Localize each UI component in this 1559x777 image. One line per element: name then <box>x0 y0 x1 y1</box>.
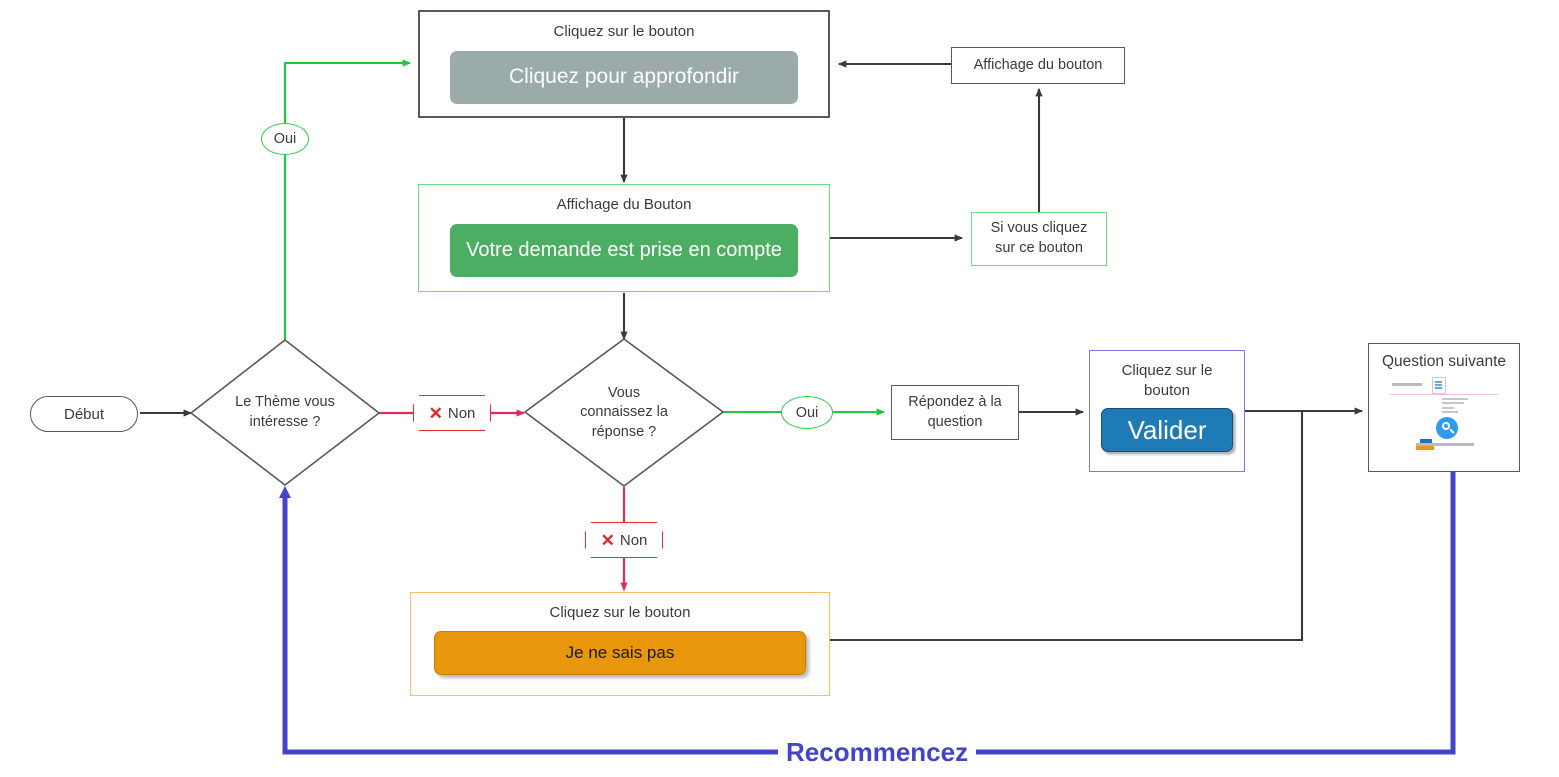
no-answer-text: Non <box>619 531 648 549</box>
cross-icon: ✕ <box>600 530 615 550</box>
cross-icon: ✕ <box>428 403 443 423</box>
node-panel-request[interactable]: Affichage du Bouton Votre demande est pr… <box>418 184 830 292</box>
node-panel-deepen[interactable]: Cliquez sur le bouton Cliquez pour appro… <box>418 10 830 118</box>
next-question-title: Question suivante <box>1381 353 1507 370</box>
thumb-chip <box>1420 439 1432 443</box>
button-dontknow-label: Je ne sais pas <box>565 642 675 662</box>
display-button-label: Affichage du bouton <box>973 56 1103 73</box>
node-decision-answer[interactable]: Vous connaissez la réponse ? <box>525 339 723 487</box>
node-answer-question[interactable]: Répondez à la question <box>891 385 1019 440</box>
node-decision-theme[interactable]: Le Thème vous intéresse ? <box>191 340 379 486</box>
yes-theme-text: Oui <box>273 131 297 147</box>
panel-deepen-caption: Cliquez sur le bouton <box>553 23 695 40</box>
edge-theme-yes <box>283 59 412 340</box>
search-icon <box>1436 417 1458 439</box>
node-if-click[interactable]: Si vous cliquez sur ce bouton <box>971 212 1107 266</box>
node-next-question[interactable]: Question suivante <box>1368 343 1520 472</box>
label-no-theme: ✕ Non <box>413 395 491 431</box>
no-theme-text: Non <box>447 404 476 422</box>
thumb-list <box>1442 398 1468 416</box>
label-no-answer: ✕ Non <box>585 522 663 558</box>
node-panel-dontknow[interactable]: Cliquez sur le bouton Je ne sais pas <box>410 592 830 696</box>
yes-answer-text: Oui <box>795 404 819 421</box>
thumb-progress-bar <box>1416 443 1474 446</box>
label-yes-answer: Oui <box>781 396 833 429</box>
thumb-text-line <box>1392 383 1422 386</box>
answer-question-line2: question <box>927 413 983 430</box>
panel-validate-caption: Cliquez sur le bouton <box>1121 362 1213 399</box>
if-click-line2: sur ce bouton <box>995 240 1083 256</box>
if-click-line1: Si vous cliquez <box>990 220 1088 237</box>
button-valider-label: Valider <box>1127 414 1207 445</box>
panel-request-caption: Affichage du Bouton <box>556 196 692 213</box>
node-start[interactable]: Début <box>30 396 138 432</box>
button-deepen-label: Cliquez pour approfondir <box>509 65 739 88</box>
thumb-divider <box>1390 394 1498 396</box>
decision-answer-label: Vous connaissez la réponse ? <box>580 384 668 440</box>
label-recommencez: Recommencez <box>778 737 977 768</box>
answer-question-line1: Répondez à la <box>908 393 1002 410</box>
decision-theme-label: Le Thème vous intéresse ? <box>235 394 335 430</box>
button-votre-demande[interactable]: Votre demande est prise en compte <box>450 223 798 277</box>
node-display-button[interactable]: Affichage du bouton <box>951 47 1125 84</box>
next-question-thumbnail <box>1390 377 1498 451</box>
start-label: Début <box>63 405 105 423</box>
button-request-label: Votre demande est prise en compte <box>466 238 782 261</box>
document-icon <box>1432 377 1446 394</box>
button-valider[interactable]: Valider <box>1101 408 1233 452</box>
panel-dontknow-caption: Cliquez sur le bouton <box>549 604 691 621</box>
node-panel-validate[interactable]: Cliquez sur le bouton Valider <box>1089 350 1245 472</box>
button-cliquez-pour-approfondir[interactable]: Cliquez pour approfondir <box>450 50 798 104</box>
label-yes-theme: Oui <box>261 123 309 155</box>
thumb-progress-fill <box>1416 446 1434 450</box>
button-je-ne-sais-pas[interactable]: Je ne sais pas <box>434 630 806 675</box>
